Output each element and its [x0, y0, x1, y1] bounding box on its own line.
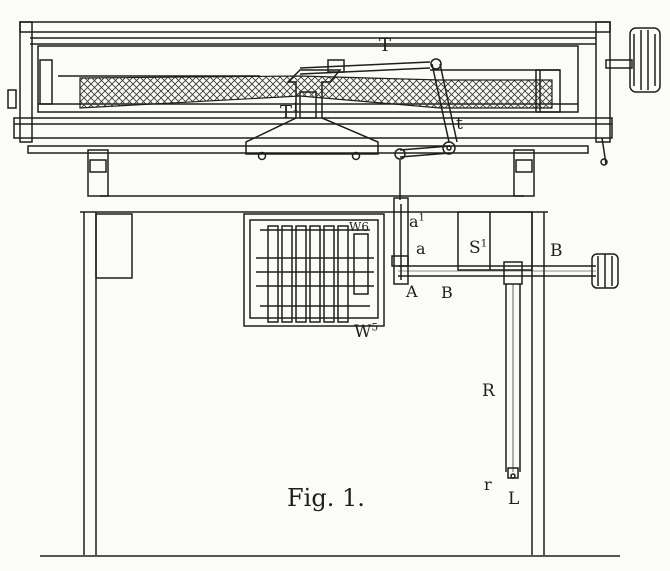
carriage-knob — [600, 27, 661, 166]
label-r-upper: R — [482, 381, 495, 401]
label-l: L — [508, 489, 520, 509]
label-w5: W5 — [354, 321, 379, 342]
linkage-rod — [394, 58, 458, 160]
support-brackets — [87, 149, 535, 197]
ribbon-spool — [535, 69, 561, 113]
shaft-b — [398, 265, 596, 277]
hanging-rod — [503, 261, 523, 479]
figure-caption: Fig. 1. — [287, 484, 365, 512]
shaft-knob — [591, 253, 619, 289]
label-b-left: B — [441, 283, 453, 302]
label-b-right: B — [550, 241, 563, 261]
counting-wheels — [243, 213, 385, 327]
slide-block — [457, 211, 533, 271]
label-a1: a1 — [409, 212, 425, 231]
carriage-frame — [7, 21, 613, 154]
label-t-lower: t — [456, 114, 463, 134]
label-t-upper: T — [379, 35, 392, 56]
label-r-lower: r — [484, 475, 492, 494]
label-s1: S1 — [469, 237, 488, 258]
label-w6: W6 — [349, 220, 369, 234]
type-bar — [299, 59, 431, 75]
label-a: a — [416, 239, 426, 258]
wheel-columns — [267, 225, 369, 323]
label-t1: T1 — [280, 101, 300, 123]
type-holder — [245, 69, 379, 161]
label-a-upper: A — [406, 282, 418, 301]
